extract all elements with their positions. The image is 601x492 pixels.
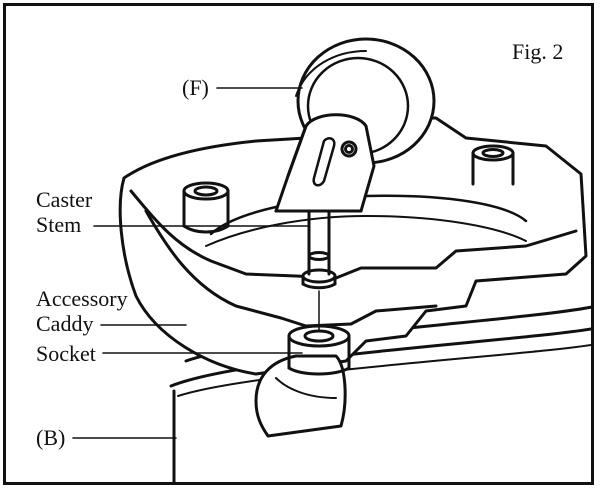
figure-title: Fig. 2 [512, 39, 564, 64]
socket [287, 290, 351, 376]
caster-assembly-drawing [72, 37, 591, 482]
label-caster-stem-line1: Caster [36, 187, 93, 212]
label-accessory-caddy-line2: Caddy [36, 311, 94, 336]
label-B: (B) [36, 425, 66, 450]
accessory-caddy [118, 116, 588, 438]
label-socket: Socket [36, 341, 96, 366]
label-accessory-caddy-line1: Accessory [36, 286, 128, 311]
figure-frame: Fig. 2 (F) Caster Stem Accessory Caddy S… [3, 3, 594, 485]
label-caster-stem-line2: Stem [36, 212, 82, 237]
caster-wheel [274, 37, 436, 213]
leader-lines [72, 87, 309, 439]
label-F: (F) [182, 75, 209, 100]
caster-stem [301, 209, 337, 290]
